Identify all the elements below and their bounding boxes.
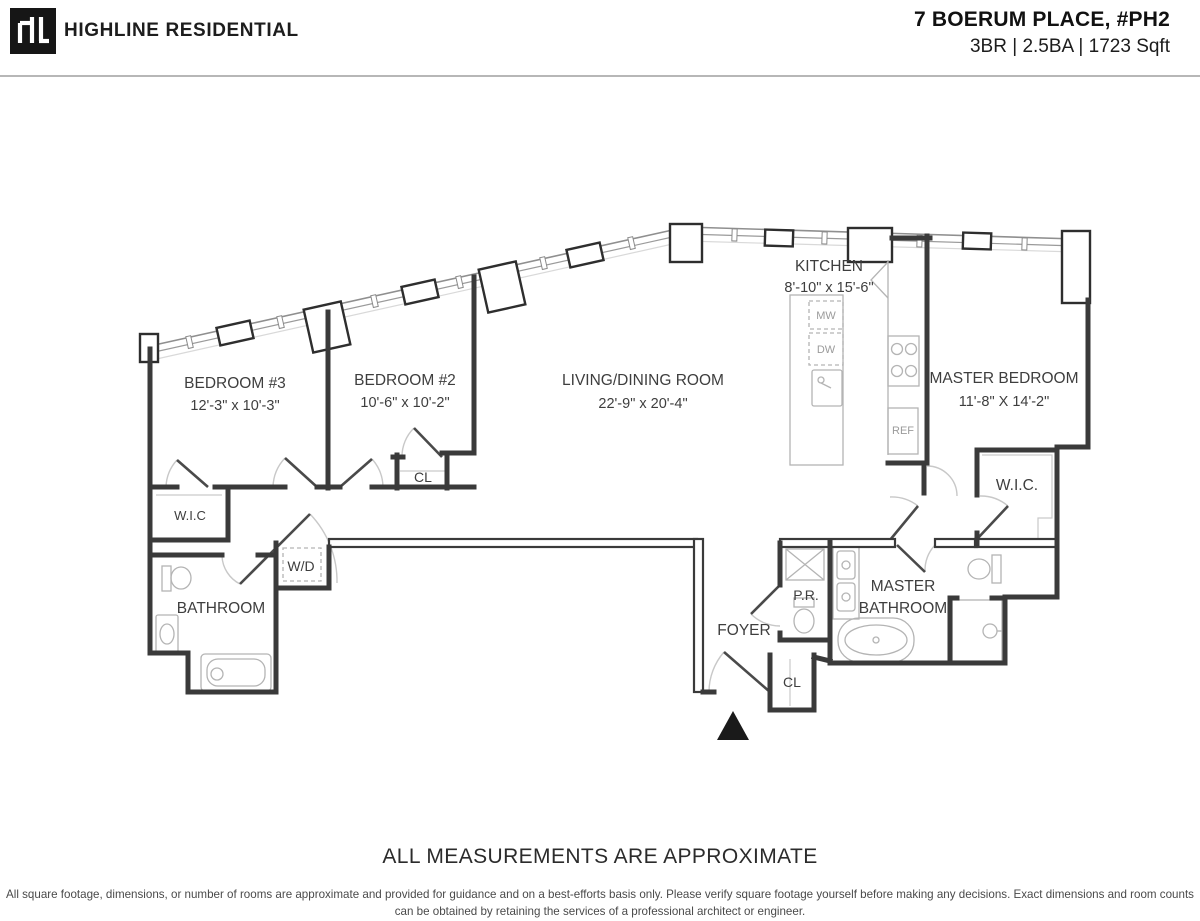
highline-logo (10, 8, 56, 54)
listing-address: 7 BOERUM PLACE, #PH2 (913, 8, 1170, 31)
window-mullion-ticks (185, 228, 1028, 350)
hl-monogram-icon (17, 17, 49, 44)
pr-toilet-tank (793, 597, 815, 608)
master-toilet-tank (991, 554, 1002, 584)
bedroom3-name: BEDROOM #3 (184, 375, 286, 392)
closet-details (156, 454, 1053, 706)
approx-note: ALL MEASUREMENTS ARE APPROXIMATE (382, 845, 818, 868)
cl-entry-label: CL (783, 674, 801, 690)
kitchen-dims: 8'-10" x 15'-6" (784, 280, 873, 296)
bedroom2-dims: 10'-6" x 10'-2" (360, 395, 449, 411)
stove (887, 335, 920, 387)
cl-bedroom2-label: CL (414, 469, 432, 485)
entry-arrow (717, 711, 749, 740)
living-name: LIVING/DINING ROOM (562, 372, 724, 389)
toilet-bowl (170, 566, 192, 590)
bathroom-fixtures (155, 565, 272, 692)
listing-specs: 3BR | 2.5BA | 1723 Sqft (969, 36, 1170, 57)
brand-name: HIGHLINE RESIDENTIAL (64, 20, 299, 41)
master-bathroom-name-1: MASTER (871, 578, 936, 595)
master-bathroom-name-2: BATHROOM (859, 600, 947, 617)
kitchen-island (789, 294, 844, 466)
wic-bedroom3-label: W.I.C (174, 508, 206, 523)
bathroom-sink (155, 614, 179, 654)
counter-corner (870, 261, 889, 299)
walls (147, 233, 1091, 713)
pr-toilet-bowl (793, 608, 815, 634)
small-labels: W.I.C W.I.C. W/D CL CL P.R. MW DW REF (174, 310, 1038, 690)
window-wall-band (149, 226, 1077, 361)
master-toilet-bowl (967, 558, 991, 580)
toilet-tank (161, 565, 172, 592)
door-leaves (176, 427, 1009, 693)
kitchen-name: KITCHEN (795, 258, 863, 275)
header: HIGHLINE RESIDENTIAL 7 BOERUM PLACE, #PH… (0, 0, 1200, 77)
header-divider (0, 75, 1200, 77)
bedroom2-name: BEDROOM #2 (354, 372, 456, 389)
kitchen-fixtures (789, 260, 920, 466)
bedroom3-dims: 12'-3" x 10'-3" (190, 398, 279, 414)
master-bedroom-name: MASTER BEDROOM (930, 370, 1079, 387)
room-labels: BEDROOM #3 12'-3" x 10'-3" BEDROOM #2 10… (177, 258, 1079, 639)
listing-info: 7 BOERUM PLACE, #PH2 3BR | 2.5BA | 1723 … (914, 8, 1170, 58)
refrigerator (887, 407, 919, 455)
door-swing-arcs (165, 427, 1009, 693)
master-shower (951, 599, 1003, 662)
kitchen-sink (811, 369, 843, 407)
pr-shower (785, 548, 825, 581)
master-wic-shelving (982, 454, 1053, 540)
pr-label: P.R. (793, 587, 818, 603)
wic-master-label: W.I.C. (996, 477, 1038, 494)
dishwasher (808, 332, 844, 366)
master-bedroom-dims: 11'-8" X 14'-2" (959, 394, 1050, 410)
wd-label: W/D (287, 558, 314, 574)
powder-room-fixtures (785, 548, 825, 634)
disclaimer-text: All square footage, dimensions, or numbe… (6, 888, 1194, 919)
living-dims: 22'-9" x 20'-4" (598, 396, 687, 412)
foyer-name: FOYER (717, 622, 770, 639)
ref-label: REF (892, 425, 914, 437)
bathroom-name: BATHROOM (177, 600, 265, 617)
mw-label: MW (816, 310, 836, 322)
window-wall-piers (138, 222, 1092, 364)
dw-label: DW (817, 344, 836, 356)
microwave (808, 300, 844, 330)
